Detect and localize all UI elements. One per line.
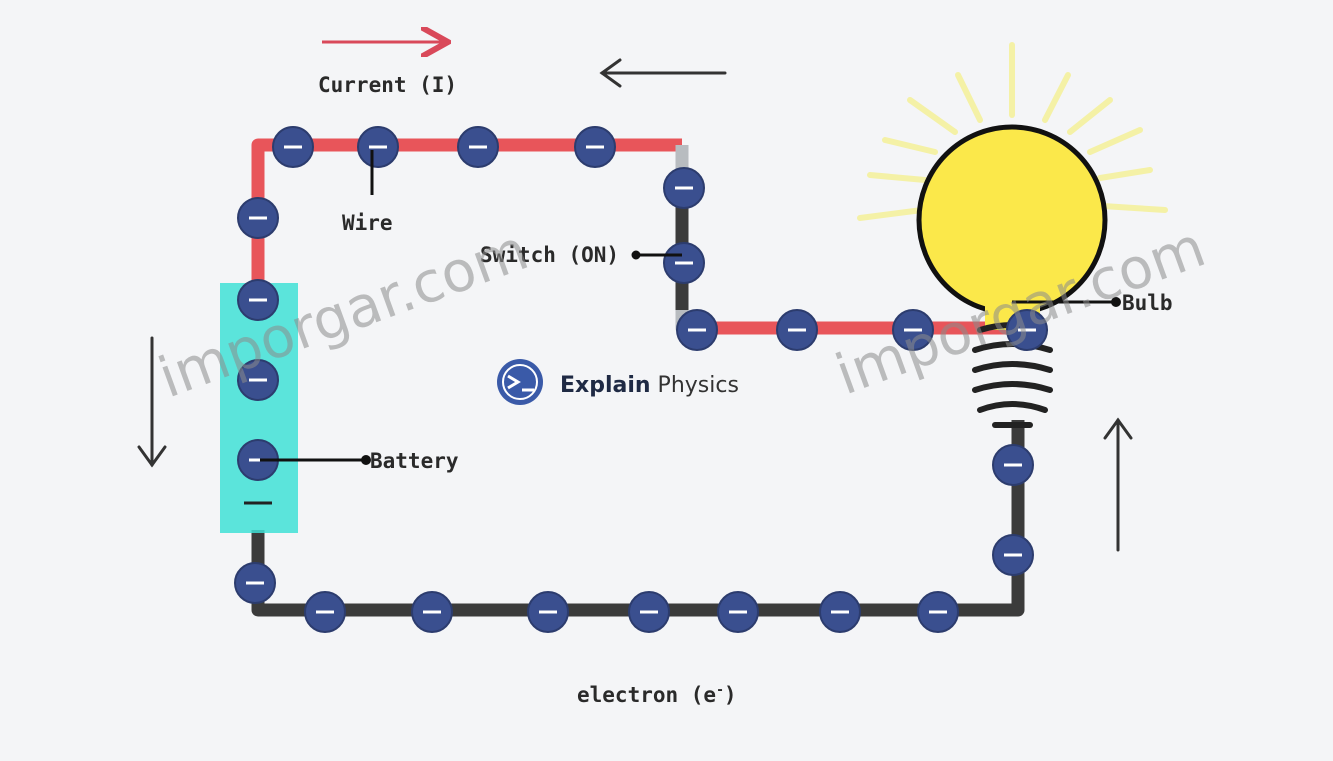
watermark: imporgar.com [151, 218, 537, 411]
bulb-rays [857, 42, 1168, 221]
flow-arrows [137, 58, 1133, 552]
electron [237, 197, 279, 239]
electron-label: electron (e-) [577, 683, 737, 707]
electron [237, 279, 279, 321]
electron [234, 562, 276, 604]
battery-label: Battery [370, 449, 459, 473]
electron [527, 591, 569, 633]
electron [1006, 309, 1048, 351]
switch-label: Switch (ON) [480, 243, 619, 267]
electron [411, 591, 453, 633]
electron [457, 126, 499, 168]
electron [717, 591, 759, 633]
electron [357, 126, 399, 168]
arrow-left-icon [599, 58, 727, 88]
bulb-label: Bulb [1122, 291, 1173, 315]
electron [663, 167, 705, 209]
electron [628, 591, 670, 633]
wire-label: Wire [342, 211, 393, 235]
electron [237, 359, 279, 401]
svg-text:Explain Physics: Explain Physics [560, 373, 739, 398]
explain-physics-logo: Explain Physics [497, 359, 739, 405]
electron [992, 444, 1034, 486]
bulb [916, 124, 1108, 428]
current-label: Current (I) [318, 73, 457, 97]
electron [272, 126, 314, 168]
electron [776, 309, 818, 351]
electron [304, 591, 346, 633]
arrow-up-icon [1103, 417, 1133, 552]
electron [992, 534, 1034, 576]
electron [676, 309, 718, 351]
electron [663, 242, 705, 284]
arrow-down-icon [137, 336, 167, 468]
battery [220, 283, 298, 533]
wire-top [251, 138, 682, 290]
electrons [234, 126, 1048, 633]
electron [892, 309, 934, 351]
leader-lines [260, 150, 1121, 465]
electron [574, 126, 616, 168]
electron [819, 591, 861, 633]
electron [917, 591, 959, 633]
